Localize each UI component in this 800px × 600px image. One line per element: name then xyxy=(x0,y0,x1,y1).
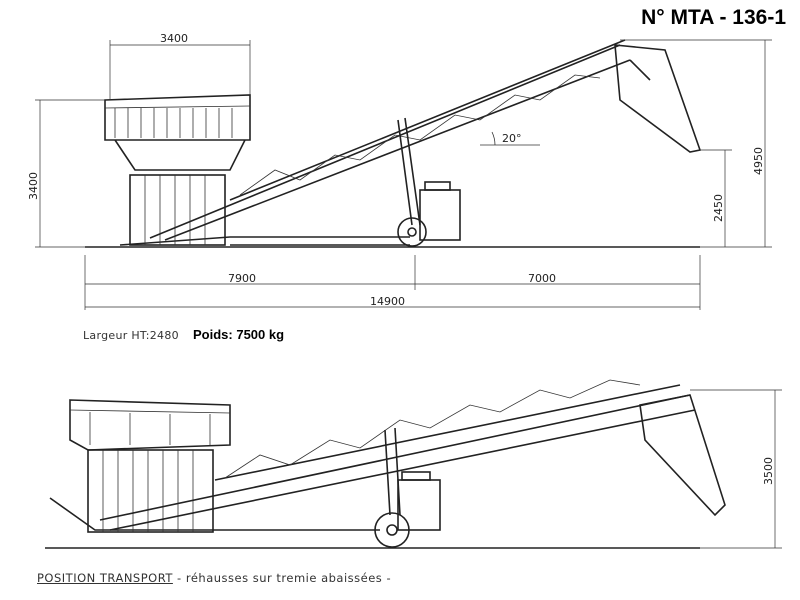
dim-hopper-width: 3400 xyxy=(160,32,188,45)
working-position-view: 20° 3400 3400 7900 7000 14900 4950 2450 xyxy=(27,32,772,310)
drawing-number: N° MTA - 136-1 xyxy=(641,6,786,29)
weight-note: Poids: 7500 kg xyxy=(193,327,285,342)
dim-rear-length: 7900 xyxy=(228,272,256,285)
wheel xyxy=(397,217,427,247)
conveyor-boom xyxy=(99,384,696,531)
hopper-body xyxy=(87,449,214,533)
hopper-body xyxy=(129,174,226,246)
dim-hopper-height: 3400 xyxy=(27,172,40,200)
transport-caption-title: POSITION TRANSPORT xyxy=(37,571,173,585)
width-note: Largeur HT:2480 xyxy=(83,329,179,342)
dim-transport-height: 3500 xyxy=(762,457,775,485)
conveyor-boom xyxy=(149,39,631,241)
chassis xyxy=(49,497,380,531)
truss-lacing xyxy=(239,74,601,196)
boom-head xyxy=(614,44,702,153)
dim-axle-height: 2450 xyxy=(712,194,725,222)
transport-position-view: 3500 xyxy=(45,379,782,549)
support-strut xyxy=(397,117,421,226)
truss-lacing xyxy=(224,379,641,479)
hopper-top xyxy=(69,399,231,451)
engine-box xyxy=(397,479,441,531)
chassis xyxy=(119,236,410,246)
dim-total-height: 4950 xyxy=(752,147,765,175)
hopper-top xyxy=(104,94,251,171)
boom-head xyxy=(639,394,726,517)
angle-label: 20° xyxy=(502,132,522,145)
dim-total-length: 14900 xyxy=(370,295,405,308)
support-strut xyxy=(384,427,401,516)
transport-caption-text: - réhausses sur tremie abaissées - xyxy=(172,571,392,585)
dim-front-length: 7000 xyxy=(528,272,556,285)
transport-caption: POSITION TRANSPORT - réhausses sur tremi… xyxy=(37,571,391,585)
